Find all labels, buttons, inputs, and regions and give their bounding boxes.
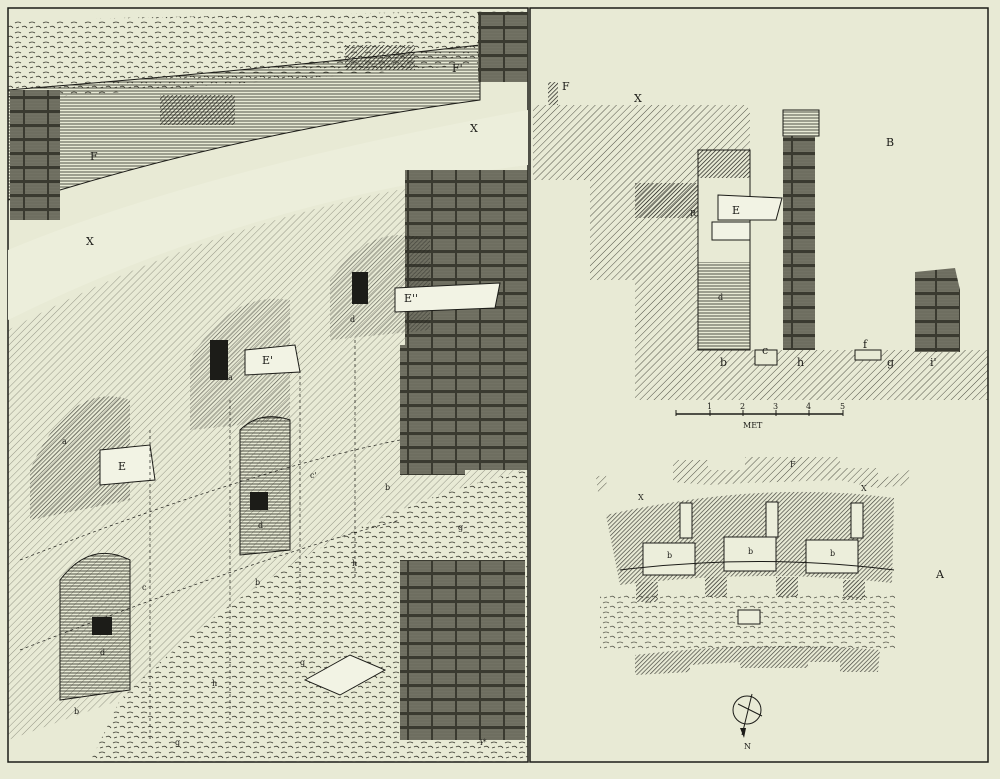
compass-rose-icon [732,693,763,738]
upper-pier [10,90,60,220]
label-g: g [300,658,305,667]
arch [190,298,290,430]
scale-tick: 2 [740,402,745,411]
label-e: E [118,460,126,473]
label-b: b [74,707,79,716]
arch [30,396,130,520]
basin [737,609,761,625]
label-r: R [690,209,697,218]
corbel-e [717,194,783,221]
label-i: i' [930,356,937,369]
section-b: F X B E R d b c h f g i' 1 2 3 4 5 MET [533,80,988,430]
label-e1: E' [262,354,273,367]
label-b: b [255,578,260,587]
label-d: d [100,648,105,657]
label-x-upper: X [470,122,478,135]
label-f-upper: F' [452,62,463,75]
perspective-view: F' F X X E'' E' E a a d d d b b b c c' h… [7,7,529,763]
lower-doorway [239,416,291,556]
label-a: a [62,437,67,446]
brick-column [783,136,815,350]
scale-bar: 1 2 3 4 5 MET [675,402,845,430]
fallen-stone [303,654,387,696]
label-c: c [762,344,768,357]
label-h: h [352,559,357,568]
scale-unit: MET [743,421,763,430]
plan-a: N F X X b b b A [596,457,945,751]
label-north: N [744,742,751,751]
label-x: X [634,92,642,105]
label-h: h [212,679,217,688]
scale-tick: 3 [773,402,778,411]
label-h: h [797,356,804,369]
label-d: d [350,315,355,324]
section-ground [533,105,988,400]
window [210,340,228,380]
label-f-small: f [863,338,868,351]
perspective-labels: F' F X X E'' E' E a a d d d b b b c c' h… [62,62,487,747]
label-f-left: F [90,150,98,163]
label-b: b [667,551,672,560]
upper-right-pier [478,12,528,82]
corbel-e2 [394,282,501,313]
scale-tick: 4 [806,402,811,411]
podium-wall [635,646,880,675]
label-i: i* [480,738,487,747]
corbel-e [99,444,156,486]
label-d: d [258,521,263,530]
section-b-title: B [886,136,894,149]
arch [330,235,430,340]
label-g: g [175,738,180,747]
upper-niche [160,95,235,125]
label-a: a [228,373,233,382]
outer-wall-f [673,457,910,488]
label-f: F [790,460,796,469]
label-c: c' [310,471,317,480]
label-x-right: X [861,484,867,493]
scale-tick: 5 [840,402,845,411]
construction-lines [19,340,401,740]
upper-wall [8,44,481,201]
label-e2: E'' [404,292,418,305]
window [352,272,368,304]
label-e: E [732,204,740,217]
upper-rubble [8,10,528,100]
label-f: F [562,80,570,93]
scale-tick: 1 [707,402,712,411]
window [92,617,112,635]
window [250,492,268,510]
label-c: c [142,583,147,592]
label-b: b [830,549,835,558]
upper-niche [345,45,415,70]
label-b: b [748,547,753,556]
label-g: g [887,356,894,369]
ruined-column [915,268,960,352]
label-g: g [458,523,463,532]
plan-a-title: A [935,568,945,581]
wall-block [635,183,698,218]
brick-pier-lower [400,345,465,475]
label-b: b [720,356,727,369]
corridor-x [8,110,528,320]
label-d: d [718,293,723,302]
label-b: b [385,483,390,492]
label-x-left: X [86,235,94,248]
label-x-left: X [638,493,644,502]
ruined-block [400,560,525,740]
